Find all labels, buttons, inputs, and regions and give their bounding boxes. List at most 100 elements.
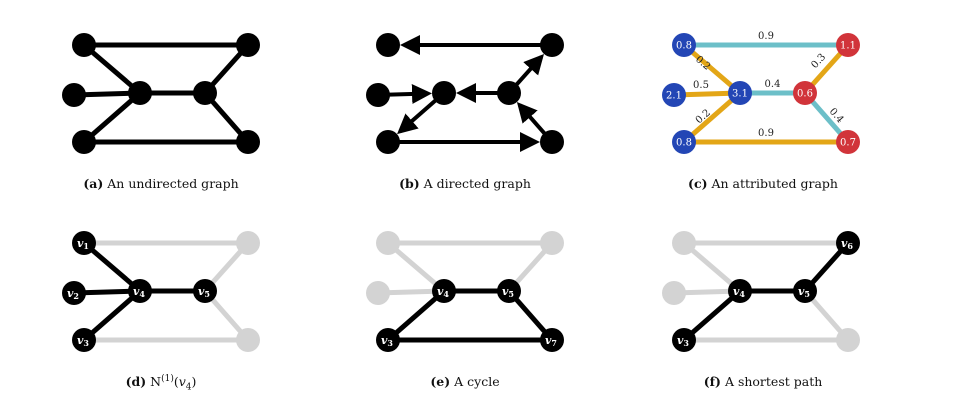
edge-value-c-v4-v5: 0.4 bbox=[765, 79, 781, 90]
caption-a: (a)An undirected graph bbox=[83, 176, 238, 191]
edge-d-hi-v3-v4 bbox=[82, 289, 142, 342]
node-d-hi-v5 bbox=[193, 279, 217, 303]
node-e-hi-v3 bbox=[376, 328, 400, 352]
caption-b-tag: (b) bbox=[399, 176, 420, 191]
node-d-hi-v1 bbox=[72, 231, 96, 255]
node-value-c-v7: 0.7 bbox=[840, 138, 856, 149]
node-a-v3 bbox=[72, 130, 96, 154]
node-c-v7 bbox=[836, 130, 860, 154]
caption-a-text: An undirected graph bbox=[107, 176, 239, 191]
edge-e-v1-v4 bbox=[386, 241, 446, 293]
caption-f-tag: (f) bbox=[703, 374, 721, 389]
node-label-v6: v6 bbox=[841, 237, 853, 251]
node-e-hi-v7 bbox=[540, 328, 564, 352]
caption-d-sup: (1) bbox=[161, 374, 174, 384]
node-d-v6 bbox=[236, 231, 260, 255]
node-b-v2 bbox=[366, 83, 390, 107]
node-label-v5: v5 bbox=[798, 285, 810, 299]
node-label-v7: v7 bbox=[545, 334, 557, 348]
edge-a-v1-v4 bbox=[82, 43, 142, 95]
caption-d-paren-close: ) bbox=[191, 374, 197, 390]
node-b-v6 bbox=[540, 33, 564, 57]
node-f-hi-v4 bbox=[728, 279, 752, 303]
node-f-v1 bbox=[672, 231, 696, 255]
node-value-c-v1: 0.8 bbox=[676, 41, 692, 52]
node-e-hi-v4 bbox=[432, 279, 456, 303]
edge-c-v3-v4 bbox=[682, 91, 742, 144]
node-d-v7 bbox=[236, 328, 260, 352]
caption-e: (e)A cycle bbox=[430, 374, 499, 389]
node-label-v3: v3 bbox=[77, 334, 89, 348]
node-value-c-v3: 0.8 bbox=[676, 138, 692, 149]
caption-c-text: An attributed graph bbox=[711, 176, 838, 191]
caption-b-text: A directed graph bbox=[423, 176, 531, 191]
node-f-hi-v5 bbox=[793, 279, 817, 303]
caption-d-sub: 4 bbox=[185, 382, 192, 393]
node-b-v7 bbox=[540, 130, 564, 154]
node-d-hi-v4 bbox=[128, 279, 152, 303]
node-e-hi-v5 bbox=[497, 279, 521, 303]
node-b-v1 bbox=[376, 33, 400, 57]
caption-d-paren-open: ( bbox=[173, 374, 179, 390]
node-c-v1 bbox=[672, 33, 696, 57]
node-c-v6 bbox=[836, 33, 860, 57]
node-label-v3: v3 bbox=[381, 334, 393, 348]
node-c-v3 bbox=[672, 130, 696, 154]
edge-value-c-v3-v4: 0.2 bbox=[694, 107, 713, 126]
node-f-v2 bbox=[662, 281, 686, 305]
caption-b: (b)A directed graph bbox=[399, 176, 531, 191]
edge-f-hi-v3-v4 bbox=[682, 289, 742, 342]
node-f-hi-v6 bbox=[836, 231, 860, 255]
node-b-v3 bbox=[376, 130, 400, 154]
node-value-c-v4: 3.1 bbox=[732, 89, 748, 100]
caption-c: (c)An attributed graph bbox=[688, 176, 838, 191]
node-c-v4 bbox=[728, 81, 752, 105]
node-a-v7 bbox=[236, 130, 260, 154]
node-b-v4 bbox=[432, 81, 456, 105]
edge-value-c-v1-v6: 0.9 bbox=[758, 31, 774, 42]
node-e-v2 bbox=[366, 281, 390, 305]
edge-a-v3-v4 bbox=[82, 91, 142, 144]
edge-c-v1-v4 bbox=[682, 43, 742, 95]
edge-e-hi-v3-v4 bbox=[386, 289, 446, 342]
caption-a-tag: (a) bbox=[83, 176, 104, 191]
edge-f-v1-v4 bbox=[682, 241, 742, 293]
node-d-hi-v3 bbox=[72, 328, 96, 352]
node-label-v4: v4 bbox=[733, 285, 745, 299]
node-f-v7 bbox=[836, 328, 860, 352]
node-f-hi-v3 bbox=[672, 328, 696, 352]
caption-d-main: N bbox=[150, 374, 162, 390]
node-label-v4: v4 bbox=[437, 285, 449, 299]
node-a-v4 bbox=[128, 81, 152, 105]
node-b-v5 bbox=[497, 81, 521, 105]
node-a-v1 bbox=[72, 33, 96, 57]
node-label-v3: v3 bbox=[677, 334, 689, 348]
caption-d: (d)N(1)(v4) bbox=[126, 374, 197, 393]
node-label-v2: v2 bbox=[67, 287, 79, 301]
node-value-c-v2: 2.1 bbox=[666, 91, 682, 102]
node-a-v5 bbox=[193, 81, 217, 105]
node-e-v6 bbox=[540, 231, 564, 255]
node-label-v5: v5 bbox=[502, 285, 514, 299]
node-e-v1 bbox=[376, 231, 400, 255]
caption-c-tag: (c) bbox=[688, 176, 708, 191]
caption-f-text: A shortest path bbox=[724, 374, 823, 389]
node-value-c-v5: 0.6 bbox=[797, 89, 813, 100]
caption-f: (f)A shortest path bbox=[704, 374, 823, 389]
node-value-c-v6: 1.1 bbox=[840, 41, 856, 52]
caption-d-var: v bbox=[178, 374, 186, 390]
node-label-v5: v5 bbox=[198, 285, 210, 299]
node-c-v5 bbox=[793, 81, 817, 105]
node-a-v6 bbox=[236, 33, 260, 57]
edge-value-c-v2-v4: 0.5 bbox=[693, 80, 709, 91]
edge-value-c-v3-v7: 0.9 bbox=[758, 128, 774, 139]
node-c-v2 bbox=[662, 83, 686, 107]
caption-e-tag: (e) bbox=[430, 374, 451, 389]
node-label-v4: v4 bbox=[133, 285, 145, 299]
caption-e-text: A cycle bbox=[454, 374, 500, 389]
edge-d-hi-v1-v4 bbox=[82, 241, 142, 293]
caption-d-tag: (d) bbox=[125, 374, 147, 390]
node-d-hi-v2 bbox=[62, 281, 86, 305]
